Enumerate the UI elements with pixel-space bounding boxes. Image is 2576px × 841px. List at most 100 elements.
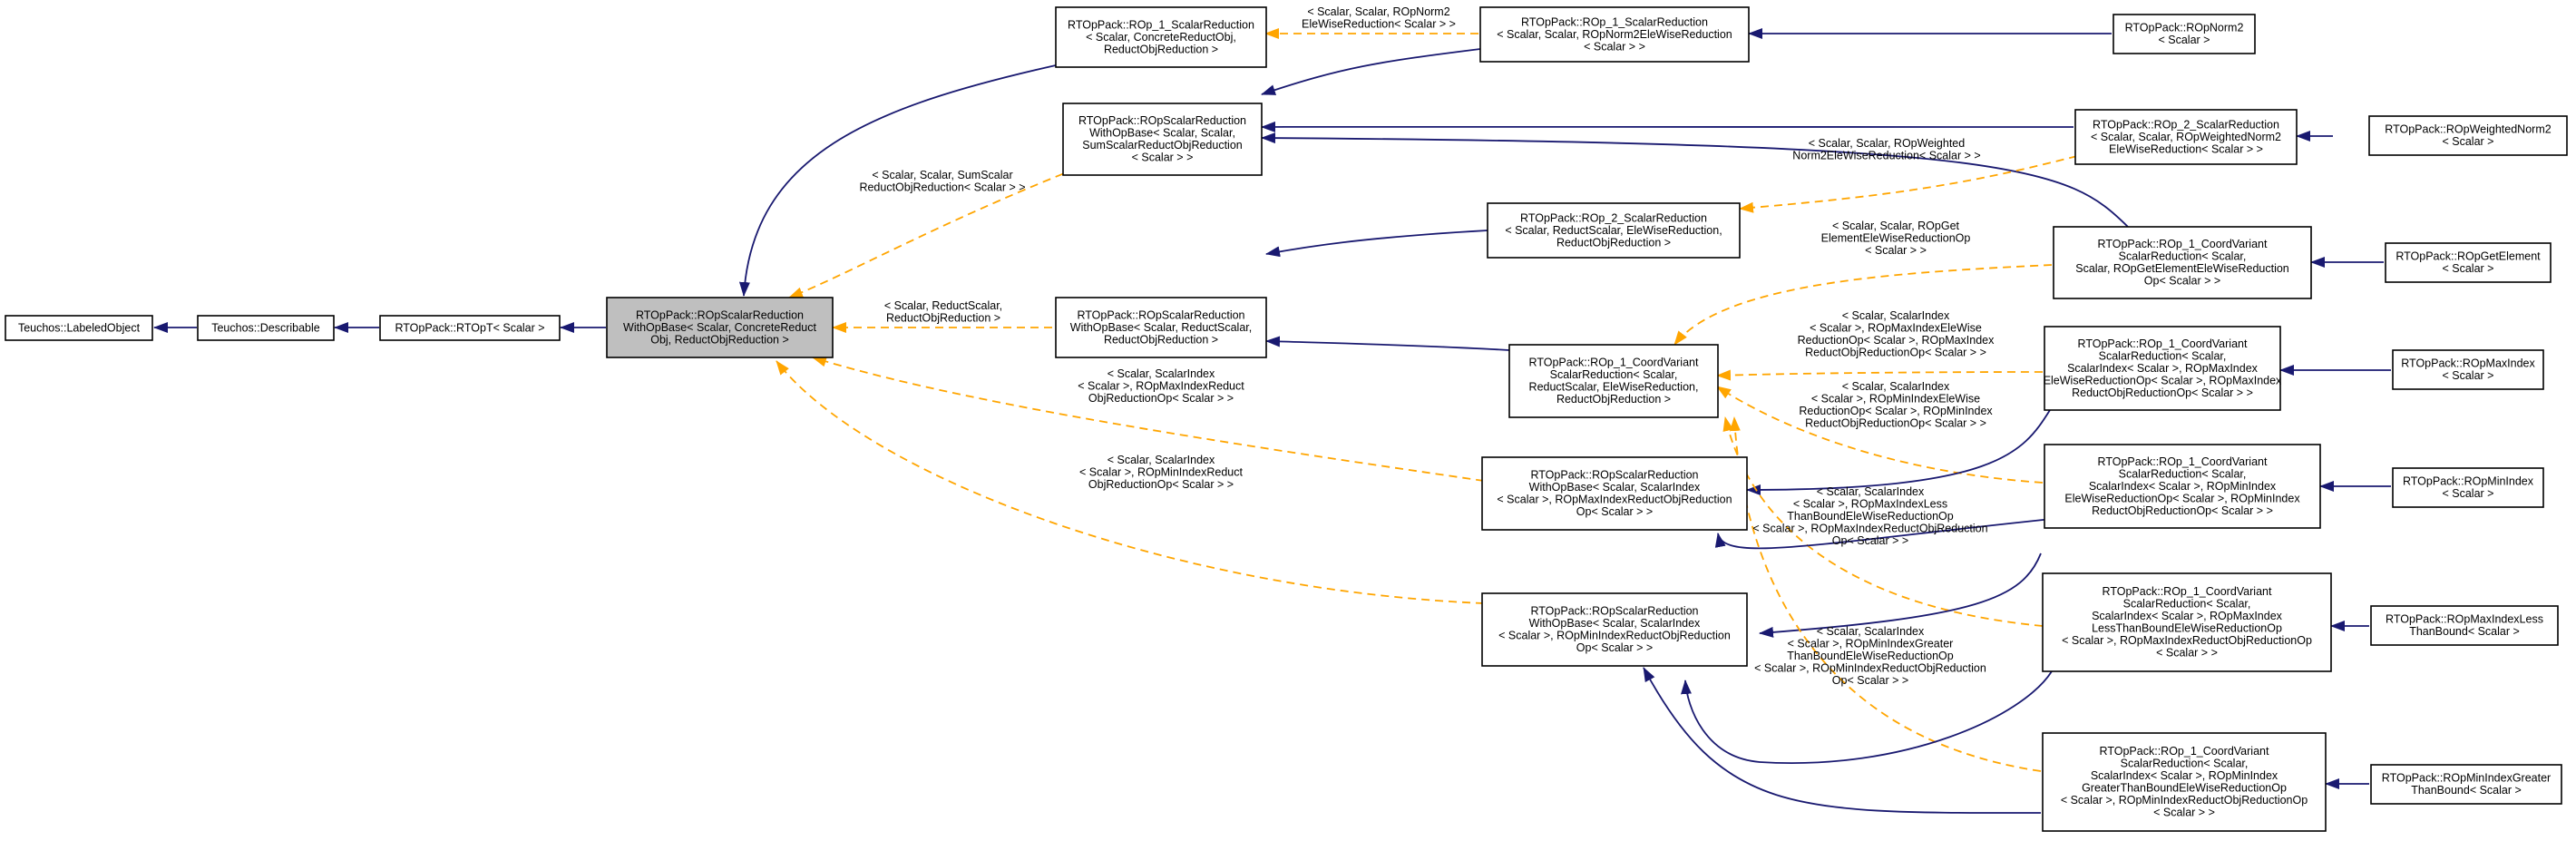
node-scalar-reduction-base-sum[interactable]: RTOpPack::ROpScalarReductionWithOpBase< … <box>1062 103 1263 176</box>
node-box <box>1055 6 1267 68</box>
node-scalar-reduction-base-maxindex[interactable]: RTOpPack::ROpScalarReductionWithOpBase< … <box>1481 456 1748 531</box>
node-ropgetelement[interactable]: RTOpPack::ROpGetElement< Scalar > <box>2385 242 2552 283</box>
node-rop1-scalarreduction-concrete[interactable]: RTOpPack::ROp_1_ScalarReduction< Scalar,… <box>1055 6 1267 68</box>
node-rop1-coordvariant-maxindex[interactable]: RTOpPack::ROp_1_CoordVariantScalarReduct… <box>2044 326 2282 411</box>
node-label-line: ScalarReduction< Scalar, <box>2119 467 2247 480</box>
node-scalar-reduction-base-reduct[interactable]: RTOpPack::ROpScalarReductionWithOpBase< … <box>1055 297 1267 358</box>
node-label-line: ReductObjReduction > <box>1556 393 1671 406</box>
node-box <box>2385 242 2552 283</box>
node-label-line: EleWiseReductionOp< Scalar >, ROpMinInde… <box>2064 492 2300 504</box>
edge-basemin-to-focus <box>776 360 1485 604</box>
edge-label-line: < Scalar >, ROpMinIndexReduct <box>1079 466 1243 479</box>
node-label-line: ScalarIndex< Scalar >, ROpMaxIndex <box>2067 362 2259 375</box>
edge-sr1concrete-to-focus <box>738 64 1057 297</box>
node-box <box>1055 297 1267 358</box>
node-label-line: RTOpPack::ROp_1_CoordVariant <box>2103 585 2272 598</box>
edge-label-basemin: < Scalar, ScalarIndex< Scalar >, ROpMinI… <box>1079 454 1243 491</box>
edge-label-line: Op< Scalar > > <box>1832 534 1908 547</box>
edge-label-line: ThanBoundEleWiseReductionOp <box>1787 650 1953 662</box>
node-box <box>606 297 834 358</box>
edge-label-line: < Scalar, Scalar, SumScalar <box>872 169 1012 181</box>
edge-label-line: Norm2EleWiseReduction< Scalar > > <box>1792 150 1980 162</box>
node-rtopt[interactable]: RTOpPack::RTOpT< Scalar > <box>379 315 561 341</box>
node-rop1-scalarreduction-norm2[interactable]: RTOpPack::ROp_1_ScalarReduction< Scalar,… <box>1479 6 1750 63</box>
node-label-line: < Scalar >, ROpMinIndexReductObjReductio… <box>2061 794 2308 807</box>
node-label-line: < Scalar >, ROpMaxIndexReductObjReductio… <box>2062 634 2312 647</box>
node-teuchos-labeledobject[interactable]: Teuchos::LabeledObject <box>5 315 153 341</box>
node-label-line: RTOpPack::ROpNorm2 <box>2125 22 2244 34</box>
node-label-line: < Scalar > > <box>1584 40 1645 53</box>
node-label-line: RTOpPack::ROp_1_CoordVariant <box>1529 357 1699 369</box>
edge-label-line: ReductionOp< Scalar >, ROpMaxIndex <box>1798 334 1995 347</box>
node-label-line: < Scalar > > <box>1132 152 1194 164</box>
node-label-line: RTOpPack::ROp_1_CoordVariant <box>2078 337 2248 350</box>
node-label-line: Teuchos::Describable <box>211 321 320 334</box>
edge-label-line: < Scalar, ReductScalar, <box>884 299 1002 312</box>
edge-label-line: < Scalar >, ROpMaxIndexEleWise <box>1810 322 1982 335</box>
edge-cv1getelem-to-basesum <box>1261 132 2129 228</box>
edge-basesum-to-focus <box>788 168 1077 298</box>
edge-sr2generic-to-basereduct <box>1265 230 1488 258</box>
node-label-line: RTOpPack::ROp_1_CoordVariant <box>2098 455 2268 468</box>
edge-cv1mingreater-to-basemin <box>1643 667 2042 814</box>
node-label-line: ScalarReduction< Scalar, <box>2099 349 2227 362</box>
node-box <box>2368 115 2568 156</box>
edge-label-line: EleWiseReduction< Scalar > > <box>1302 18 1456 31</box>
node-label-line: RTOpPack::ROp_1_ScalarReduction <box>1068 18 1254 31</box>
node-rop2-scalarreduction-generic[interactable]: RTOpPack::ROp_2_ScalarReduction< Scalar,… <box>1487 202 1741 259</box>
node-box <box>197 315 335 341</box>
node-label-line: RTOpPack::ROpScalarReduction <box>1077 308 1244 321</box>
node-box <box>2044 326 2281 411</box>
node-ropmaxindex[interactable]: RTOpPack::ROpMaxIndex< Scalar > <box>2392 349 2544 390</box>
node-rop1-coordvariant-minindex[interactable]: RTOpPack::ROp_1_CoordVariantScalarReduct… <box>2044 444 2321 529</box>
node-label-line: Obj, ReductObjReduction > <box>650 333 789 346</box>
edge-label-line: < Scalar >, ROpMinIndexEleWise <box>1811 393 1980 406</box>
node-teuchos-describable[interactable]: Teuchos::Describable <box>197 315 335 341</box>
edge-label-line: < Scalar, ScalarIndex <box>1817 625 1925 638</box>
edge-label-line: Op< Scalar > > <box>1832 674 1908 687</box>
node-ropweightednorm2[interactable]: RTOpPack::ROpWeightedNorm2< Scalar > <box>2368 115 2568 156</box>
edge-label-line: < Scalar, ScalarIndex <box>1842 380 1950 393</box>
node-label-line: ThanBound< Scalar > <box>2409 625 2520 638</box>
edge-wnorm2-to-sr2generic <box>1739 155 2078 213</box>
edge-label-basemax: < Scalar, ScalarIndex< Scalar >, ROpMaxI… <box>1078 367 1244 405</box>
node-box <box>1479 6 1750 63</box>
edge-label-line: < Scalar >, ROpMinIndexGreater <box>1788 638 1954 650</box>
node-label-line: Op< Scalar > > <box>1576 505 1653 518</box>
node-label-line: Scalar, ROpGetElementEleWiseReduction <box>2075 262 2289 275</box>
node-rop2-scalarreduction-weightednorm2[interactable]: RTOpPack::ROp_2_ScalarReduction< Scalar,… <box>2074 109 2298 165</box>
edge-basemax-to-focus <box>812 356 1485 482</box>
node-label-line: ReductObjReduction > <box>1104 43 1218 55</box>
edge-label-line: ReductObjReductionOp< Scalar > > <box>1805 417 1986 430</box>
node-label-line: RTOpPack::ROp_1_ScalarReduction <box>1521 15 1708 28</box>
node-label-line: ReductObjReduction > <box>1104 333 1218 346</box>
node-label-line: LessThanBoundEleWiseReductionOp <box>2092 622 2282 635</box>
node-box <box>2044 444 2321 529</box>
node-rop1-coordvariant-getelement[interactable]: RTOpPack::ROp_1_CoordVariantScalarReduct… <box>2053 226 2312 299</box>
node-scalar-reduction-base-minindex[interactable]: RTOpPack::ROpScalarReductionWithOpBase< … <box>1481 592 1748 667</box>
edge-label-line: ReductObjReduction< Scalar > > <box>859 181 1025 194</box>
node-rop1-coordvariant-minindexgreaterthanbound[interactable]: RTOpPack::ROp_1_CoordVariantScalarReduct… <box>2042 732 2327 832</box>
node-rop1-coordvariant-generic[interactable]: RTOpPack::ROp_1_CoordVariantScalarReduct… <box>1508 344 1719 418</box>
node-box <box>1508 344 1719 418</box>
node-ropminindex[interactable]: RTOpPack::ROpMinIndex< Scalar > <box>2392 467 2544 508</box>
node-label-line: RTOpPack::ROpScalarReduction <box>1530 605 1698 618</box>
edge-label-line: < Scalar, ScalarIndex <box>1817 485 1925 498</box>
node-label-line: WithOpBase< Scalar, ScalarIndex <box>1529 617 1701 630</box>
node-label-line: RTOpPack::ROp_1_CoordVariant <box>2098 238 2268 250</box>
node-label-line: EleWiseReduction< Scalar > > <box>2109 142 2263 155</box>
node-label-line: ScalarIndex< Scalar >, ROpMinIndex <box>2089 480 2277 493</box>
node-label-line: < Scalar > <box>2159 34 2210 46</box>
node-rop1-coordvariant-maxindexlessthanbound[interactable]: RTOpPack::ROp_1_CoordVariantScalarReduct… <box>2042 572 2332 672</box>
node-label-line: < Scalar > <box>2443 369 2494 382</box>
edge-label-line: < Scalar, Scalar, ROpGet <box>1832 220 1960 232</box>
edge-label-min: < Scalar, ScalarIndex< Scalar >, ROpMinI… <box>1799 380 1993 430</box>
node-ropnorm2[interactable]: RTOpPack::ROpNorm2< Scalar > <box>2113 14 2256 54</box>
edge-label-line: ReductObjReductionOp< Scalar > > <box>1805 347 1986 359</box>
edge-cv1min-to-basemin <box>1714 518 2053 550</box>
